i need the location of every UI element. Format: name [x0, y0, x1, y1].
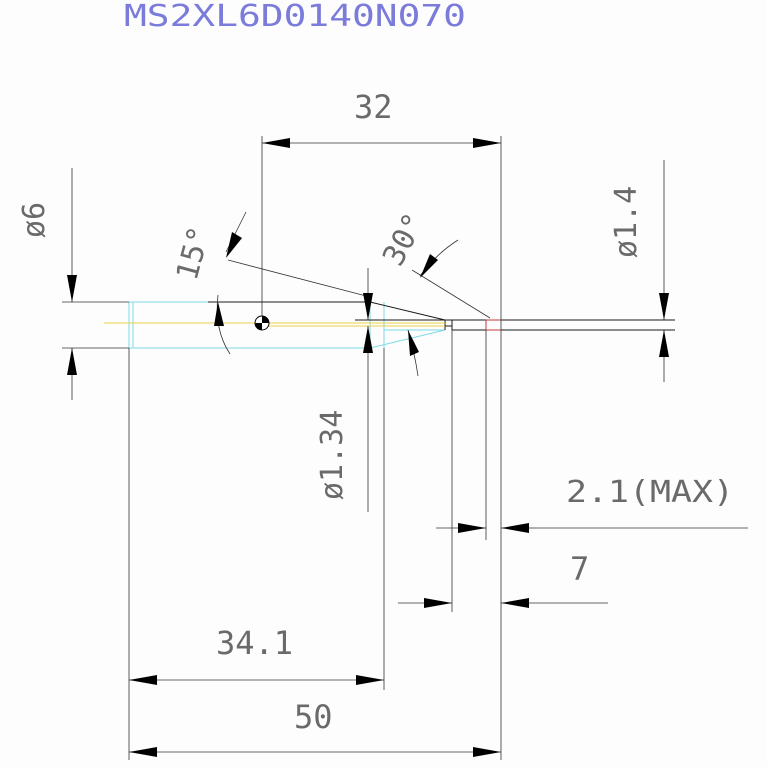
dimension-angle-15: 15°: [170, 211, 371, 355]
dimension-dia-1-4-label: ø1.4: [609, 186, 644, 258]
dimension-50: 50: [129, 698, 501, 757]
dimension-angle-15-label: 15°: [170, 223, 218, 284]
dimension-34-1: 34.1: [128, 348, 385, 760]
part-number: MS2XL6D0140N070: [124, 0, 466, 34]
dimension-7: 7: [398, 330, 608, 612]
dimension-dia-6: ø6: [17, 168, 129, 400]
dimension-50-label: 50: [294, 698, 333, 736]
dimension-dia-1-34: ø1.34: [315, 268, 373, 512]
dimension-angle-30-label: 30°: [376, 207, 432, 271]
dimension-dia-1-4: ø1.4: [609, 160, 669, 382]
dimension-32: 32: [261, 88, 502, 760]
dimension-angle-30: 30°: [376, 207, 491, 377]
dimension-32-label: 32: [354, 88, 393, 126]
dimension-dia-6-label: ø6: [17, 202, 52, 238]
dimension-7-label: 7: [570, 550, 589, 588]
dimension-34-1-label: 34.1: [216, 624, 293, 662]
tool-tip: [452, 319, 675, 331]
dimension-dia-1-34-label: ø1.34: [315, 410, 350, 500]
dimension-2-1-max-label: 2.1(MAX): [566, 475, 734, 510]
center-mark: [254, 315, 270, 331]
dimension-2-1-max: 2.1(MAX): [436, 330, 748, 540]
